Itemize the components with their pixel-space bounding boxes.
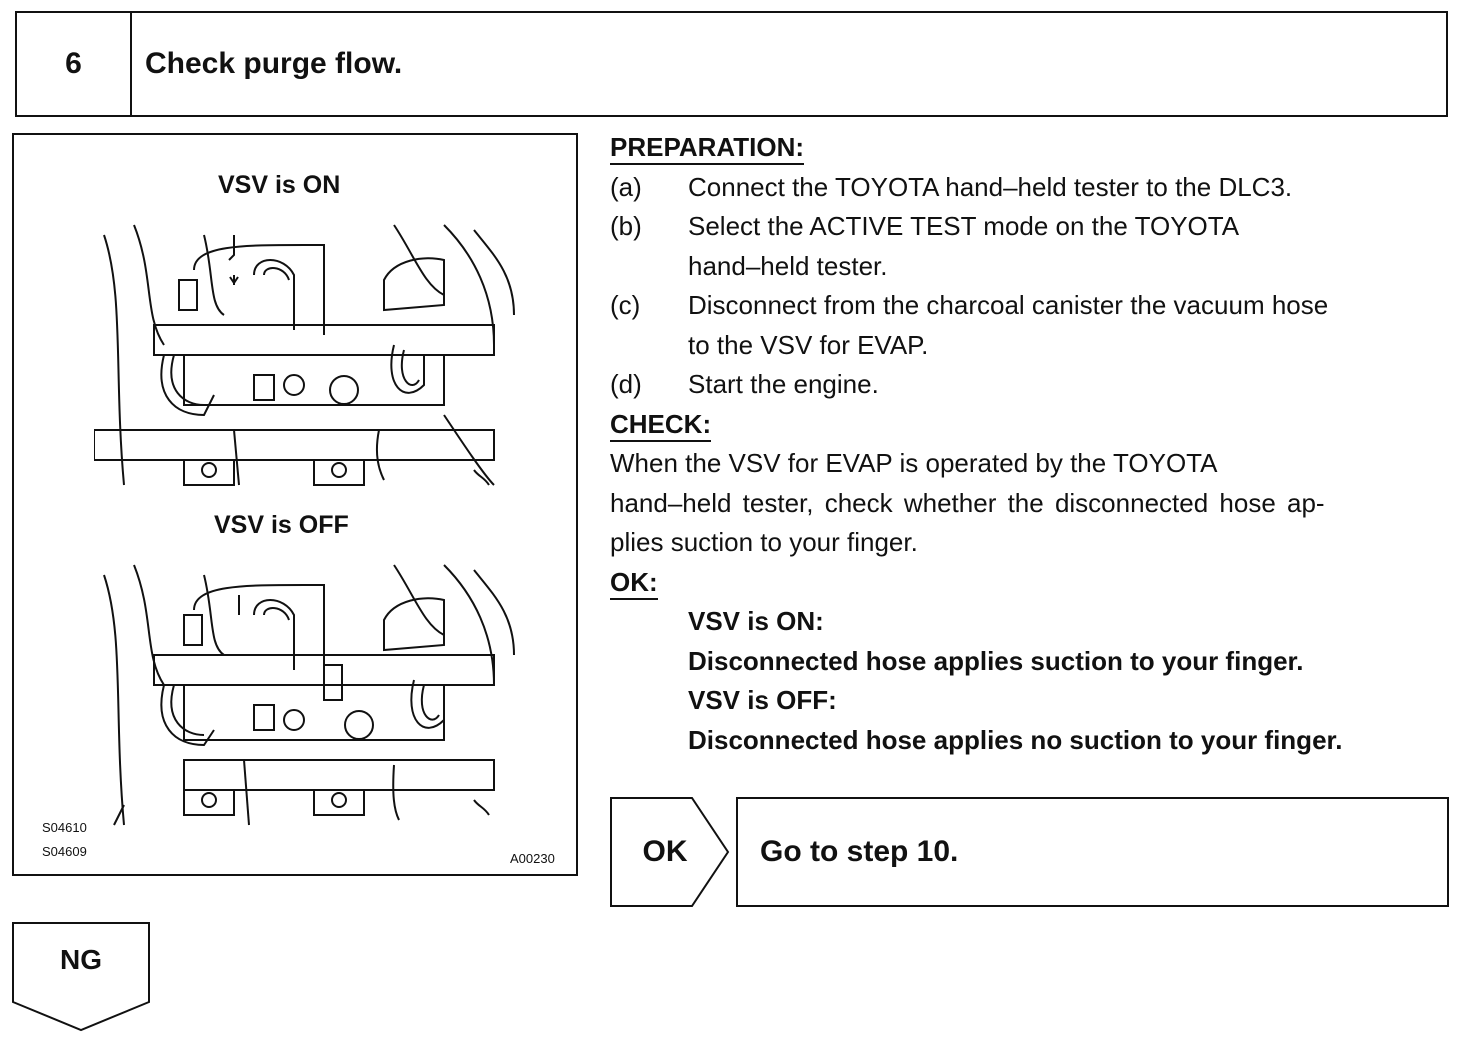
- criteria-line: VSV is ON:: [688, 606, 824, 636]
- ng-label: NG: [60, 944, 102, 975]
- criteria-line: VSV is OFF:: [688, 685, 837, 715]
- ok-heading: OK:: [610, 566, 658, 600]
- list-item: (d) Start the engine.: [610, 365, 1452, 405]
- ok-criteria: VSV is ON: Disconnected hose applies suc…: [610, 602, 1452, 760]
- engine-line-drawing-icon: [103, 564, 515, 826]
- ok-result-box: OK: [610, 797, 730, 907]
- item-text: Disconnect from the charcoal canister th…: [688, 290, 1329, 320]
- list-item: (c) Disconnect from the charcoal caniste…: [610, 286, 1452, 365]
- step-title: Check purge flow.: [145, 47, 403, 80]
- check-heading: CHECK:: [610, 408, 712, 442]
- preparation-heading: PREPARATION:: [610, 131, 805, 165]
- item-text: Select the ACTIVE TEST mode on the TOYOT…: [688, 211, 1240, 241]
- list-item: (a) Connect the TOYOTA hand–held tester …: [610, 168, 1452, 208]
- go-to-step-box: Go to step 10.: [736, 797, 1449, 907]
- item-text: to the VSV for EVAP.: [688, 329, 929, 360]
- item-text: Start the engine.: [688, 369, 879, 399]
- arrow-right-icon: [610, 797, 730, 907]
- item-text: hand–held tester.: [688, 250, 888, 281]
- criteria-line: Disconnected hose applies suction to you…: [688, 645, 1304, 676]
- list-item: (b) Select the ACTIVE TEST mode on the T…: [610, 207, 1452, 286]
- figure-code: S04610: [42, 820, 87, 835]
- illustration-panel: VSV is ON VSV is OFF: [12, 133, 578, 876]
- procedure-text: PREPARATION: (a) Connect the TOYOTA hand…: [610, 128, 1452, 760]
- caption-vsv-on: VSV is ON: [218, 171, 341, 199]
- caption-vsv-off: VSV is OFF: [214, 511, 349, 539]
- check-text: hand–held tester, check whether the disc…: [610, 487, 1325, 518]
- ng-result-box: NG: [12, 922, 150, 1032]
- item-text: Connect the TOYOTA hand–held tester to t…: [688, 171, 1293, 202]
- arrow-down-icon: [12, 922, 150, 1032]
- item-marker: (b): [610, 211, 642, 241]
- figure-code: S04609: [42, 844, 87, 859]
- item-marker: (c): [610, 290, 641, 320]
- figure-code: A00230: [510, 851, 555, 866]
- step-header: 6 Check purge flow.: [15, 11, 1448, 117]
- item-marker: (d): [610, 369, 642, 399]
- step-number: 6: [17, 13, 132, 115]
- engine-line-drawing-icon: [94, 224, 515, 486]
- item-marker: (a): [610, 171, 642, 202]
- criteria-line: Disconnected hose applies no suction to …: [688, 724, 1343, 755]
- ok-label: OK: [642, 835, 688, 868]
- check-text: plies suction to your finger.: [610, 527, 918, 557]
- check-text: When the VSV for EVAP is operated by the…: [610, 448, 1218, 478]
